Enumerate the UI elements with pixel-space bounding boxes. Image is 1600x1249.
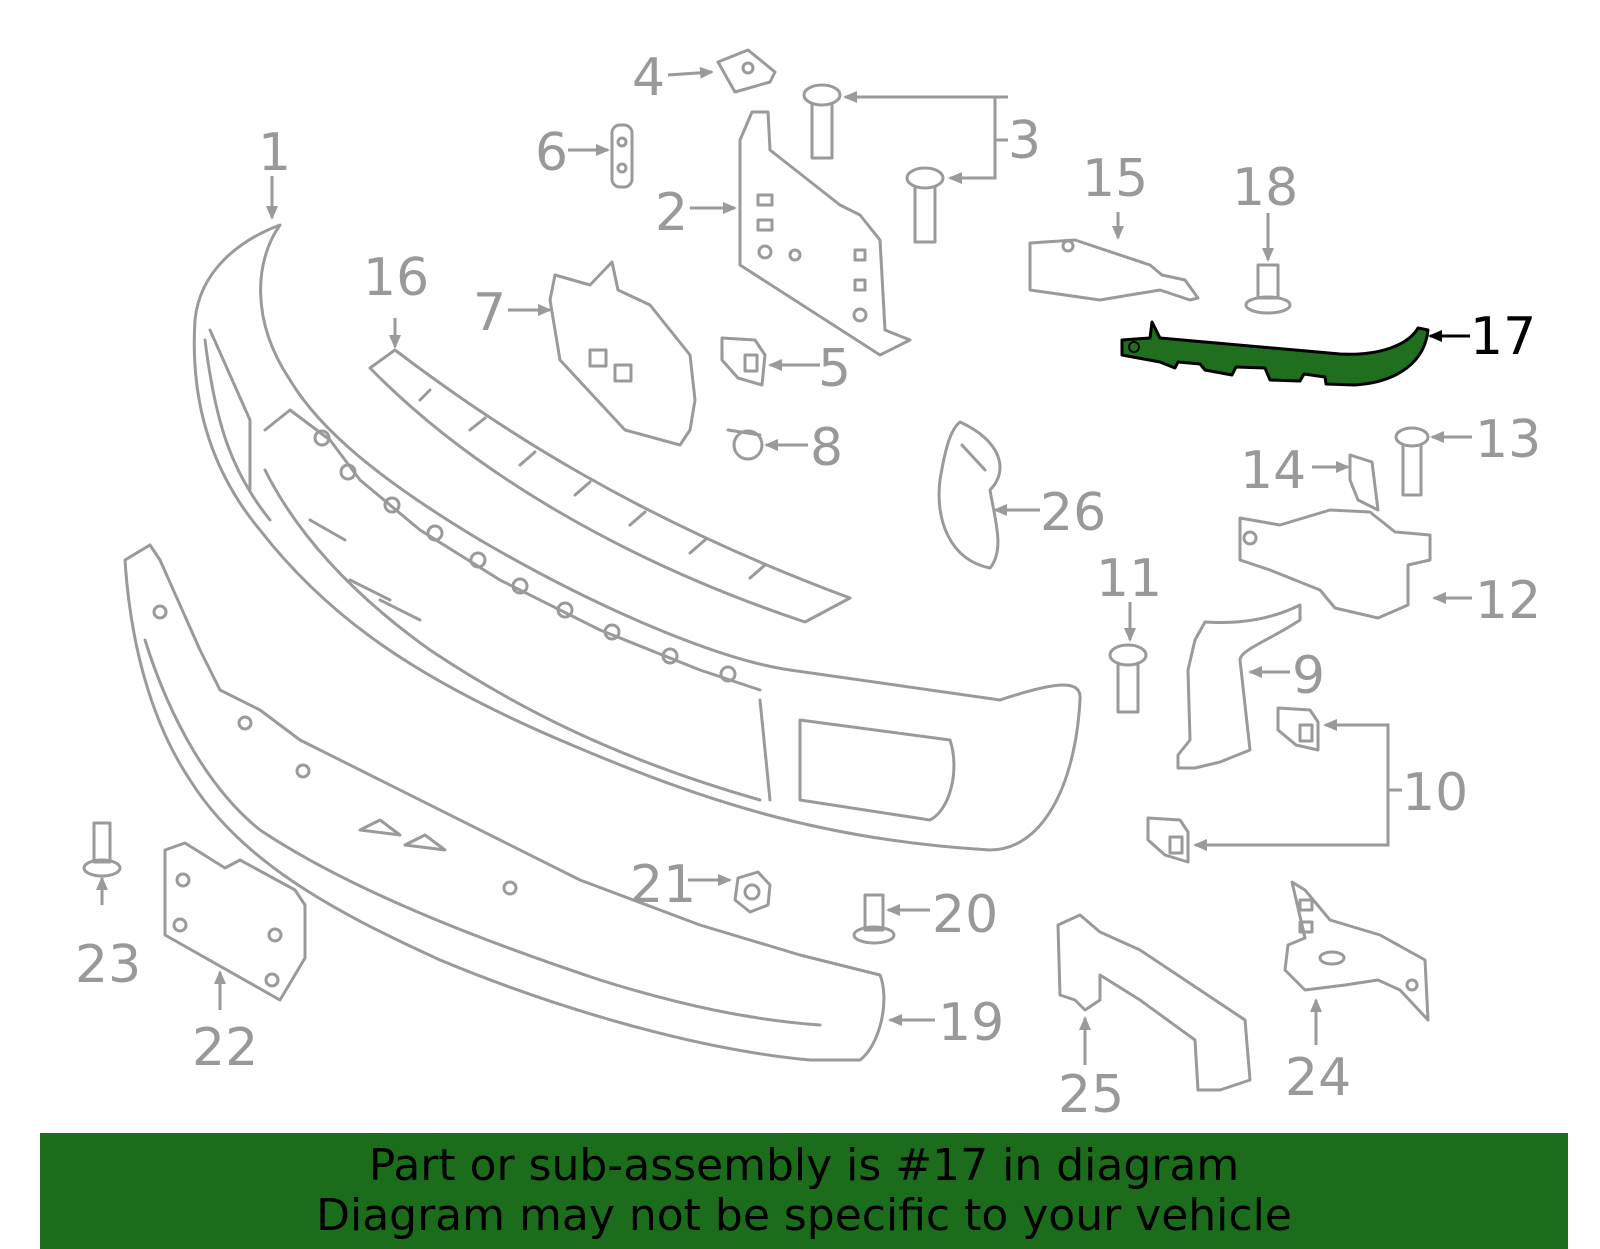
callout-1: 1 [258,123,291,183]
part-9-bracket [1176,603,1302,770]
callout-4: 4 [632,48,665,108]
callout-20: 20 [932,885,998,945]
part-17-highlighted-bracket [1120,320,1430,387]
callout-12: 12 [1475,571,1541,631]
part-13-bolt [1394,426,1430,497]
callout-labels: 1 2 3 4 5 6 7 8 9 10 11 12 13 14 15 16 1… [75,48,1541,1125]
callout-8: 8 [810,418,843,478]
part-23-pin [82,821,122,878]
callout-15: 15 [1082,149,1148,209]
callout-21: 21 [630,855,696,915]
callout-9: 9 [1292,646,1325,706]
part-19-lower-valance [123,543,886,1062]
part-14-clip [1348,453,1380,512]
part-26-cover [937,420,1002,570]
part-20-pin [852,893,896,945]
callout-11: 11 [1096,549,1162,609]
callout-24: 24 [1285,1048,1351,1108]
leader-lines [96,66,1472,1065]
part-3-bolts [802,83,945,244]
callout-16: 16 [363,248,429,308]
part-15-bracket [1028,238,1200,302]
callout-19: 19 [938,993,1004,1053]
callout-25: 25 [1058,1065,1124,1125]
banner-line-1: Part or sub-assembly is #17 in diagram [368,1140,1240,1191]
callout-14: 14 [1240,441,1306,501]
callout-18: 18 [1232,158,1298,218]
callout-2: 2 [655,183,688,243]
part-21-nut [733,870,772,914]
part-10-clips [1146,706,1320,864]
part-16-upper-strip [368,348,852,624]
callout-7: 7 [473,283,506,343]
part-4-clip [716,48,777,94]
part-5-clip [720,336,767,387]
banner-line-2: Diagram may not be specific to your vehi… [316,1190,1292,1241]
part-8-pushpin [726,428,764,461]
info-banner: Part or sub-assembly is #17 in diagram D… [40,1133,1568,1249]
part-6-plate [610,123,634,189]
part-12-bracket [1238,508,1432,620]
part-24-bracket [1283,880,1430,1022]
part-25-bracket [1056,913,1252,1092]
part-7-bracket [548,260,697,447]
callout-13: 13 [1475,410,1541,470]
part-22-plate [163,841,307,1002]
callout-5: 5 [818,339,851,399]
callout-6: 6 [535,123,568,183]
part-11-bolt [1108,643,1148,714]
part-2-bracket [738,110,912,357]
callout-17: 17 [1470,307,1536,367]
callout-3: 3 [1008,111,1041,171]
callout-10: 10 [1402,763,1468,823]
part-1-bumper-cover [192,223,1082,852]
callout-23: 23 [75,935,141,995]
part-18-pin [1244,263,1292,315]
callout-22: 22 [192,1018,258,1078]
callout-26: 26 [1040,483,1106,543]
